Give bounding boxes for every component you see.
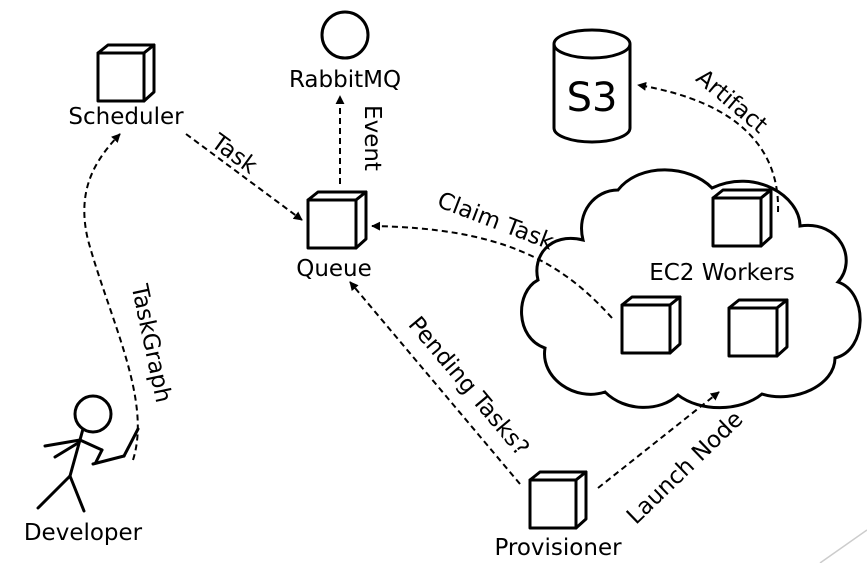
- artifact-arrow: [637, 81, 780, 213]
- queue-node: Queue: [296, 190, 372, 282]
- ec2-workers-label: EC2 Workers: [649, 260, 795, 286]
- ec2-worker-cube-icon: [711, 188, 773, 248]
- developer-node: Developer: [24, 394, 143, 546]
- s3-cylinder-rim: [552, 43, 632, 60]
- pending-tasks-edge-label: Pending Tasks?: [403, 312, 534, 461]
- page-corner-line: [819, 529, 867, 563]
- developer-stick-figure-icon: [36, 394, 140, 513]
- taskgraph-arrow: [83, 133, 139, 461]
- s3-cylinder-icon: [552, 28, 632, 144]
- scheduler-node: Scheduler: [68, 43, 184, 130]
- pending-tasks-arrow: [349, 281, 521, 485]
- developer-label: Developer: [24, 520, 143, 546]
- claim-task-edge-label: Claim Task: [434, 187, 558, 255]
- claim-task-arrow: [371, 221, 613, 319]
- ec2-worker-cube-icon: [620, 295, 682, 355]
- event-edge-label: Event: [359, 105, 385, 171]
- artifact-edge-label: Artifact: [691, 65, 772, 139]
- provisioner-cube-icon: [528, 470, 588, 530]
- ec2-workers-node: EC2 Workers: [520, 168, 862, 410]
- launch-node-edge-label: Launch Node: [622, 406, 748, 529]
- rabbitmq-circle-icon: [320, 10, 370, 60]
- s3-node: S3: [552, 28, 632, 144]
- queue-label: Queue: [296, 256, 372, 282]
- cloud-shape: [520, 168, 862, 410]
- s3-label: S3: [567, 75, 618, 121]
- task-arrow: [185, 133, 303, 221]
- rabbitmq-label: RabbitMQ: [289, 67, 401, 93]
- ec2-worker-cube-icon: [727, 298, 789, 358]
- scheduler-cube-icon: [96, 43, 156, 103]
- queue-cube-icon: [306, 190, 368, 250]
- provisioner-label: Provisioner: [494, 535, 622, 561]
- launch-node-arrow: [597, 391, 720, 489]
- scheduler-label: Scheduler: [68, 104, 184, 130]
- provisioner-node: Provisioner: [494, 470, 622, 561]
- task-edge-label: Task: [206, 129, 263, 180]
- rabbitmq-node: RabbitMQ: [289, 10, 401, 93]
